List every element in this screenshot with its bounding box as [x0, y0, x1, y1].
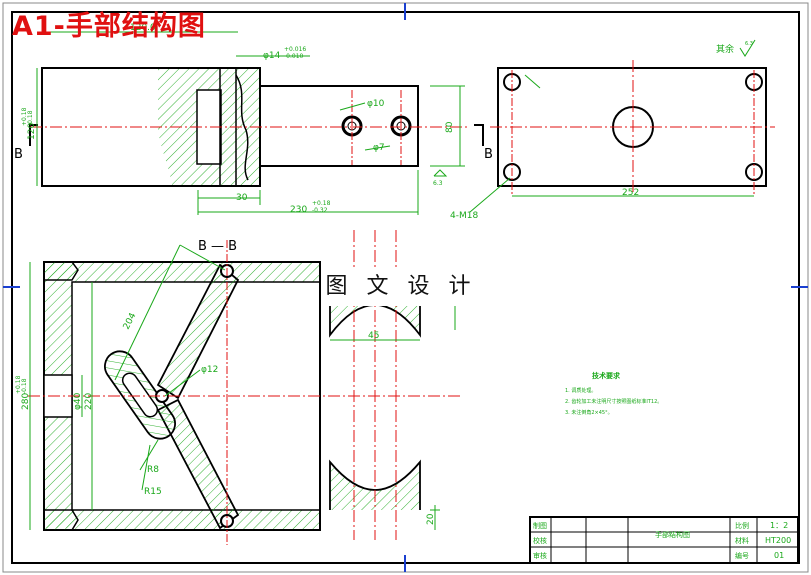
tb-row2-label: 校核 [533, 536, 547, 545]
page-title: A1-手部结构图 [12, 11, 206, 42]
dim-phi40: φ40 [73, 392, 83, 410]
section-b-right: B [484, 147, 493, 162]
dim-280-tol-dn: -0.18 [21, 378, 28, 394]
roughness-symbols [433, 39, 756, 177]
section-bb-label: B — B [198, 239, 237, 254]
dim-30: 30 [236, 193, 248, 203]
dim-phi14-tol-dn: -0.010 [284, 53, 304, 60]
rough-small-value: 6.3 [433, 180, 443, 187]
notes-heading: 技术要求 [592, 371, 621, 380]
dim-20: 20 [426, 513, 436, 525]
front-view [29, 31, 484, 215]
title-block [529, 516, 799, 564]
rough-rest-label: 其余 [716, 43, 734, 55]
notes-line-3: 3. 未注倒角2×45°。 [565, 409, 613, 416]
dim-phi14: φ14 [263, 51, 281, 61]
dim-230: 230 [290, 205, 307, 215]
section-b-left: B [14, 147, 23, 162]
tb-scale-value: 1：2 [770, 521, 788, 530]
dim-phi7: φ7 [373, 143, 385, 153]
side-view [469, 60, 775, 213]
tb-scale-label: 比例 [735, 521, 749, 530]
dim-left-tol-dn: -0.18 [27, 110, 34, 126]
front-rod [259, 85, 419, 167]
watermark-label: 图 文 设 计 [322, 268, 480, 306]
dim-230-tol-dn: -0.32 [312, 207, 328, 214]
tb-number-value: 01 [774, 551, 784, 560]
lower-arm [156, 398, 240, 530]
dim-45: 45 [368, 331, 379, 341]
dim-230-tol-up: +0.18 [312, 200, 331, 207]
rough-rest-value: 6.3 [745, 41, 753, 47]
dim-280-tol-up: +0.18 [15, 375, 22, 394]
dim-220: 220 [84, 393, 94, 410]
dim-4m18: 4-M18 [450, 211, 478, 221]
notes-line-1: 1. 调质处理。 [565, 387, 596, 394]
notes-line-2: 2. 齿轮加工未注明尺寸按照图纸标准IT12。 [565, 398, 662, 405]
tb-material-label: 材料 [735, 536, 749, 545]
dim-left-tol-up: +0.18 [21, 107, 28, 126]
dim-204: 204 [122, 311, 139, 331]
dim-phi12: φ12 [201, 365, 218, 375]
tb-row3-label: 审核 [533, 551, 547, 560]
dim-r15: R15 [144, 487, 162, 497]
dim-top-left: 120.0 [130, 23, 156, 33]
upper-arm [156, 263, 240, 400]
tb-row1-label: 制图 [533, 521, 547, 530]
centering-marks [3, 3, 808, 572]
dim-252: 252 [622, 188, 639, 198]
tb-drawing-name: 手部结构图 [655, 530, 690, 539]
dim-left-h: 120 [27, 123, 37, 140]
tb-material-value: HT200 [765, 536, 791, 545]
dim-280: 280 [21, 393, 31, 410]
dim-r8: R8 [147, 465, 159, 475]
dim-80: 80 [445, 121, 455, 133]
dim-phi14-tol-up: +0.016 [284, 46, 306, 53]
tb-number-label: 编号 [735, 551, 749, 560]
dim-phi10: φ10 [367, 99, 385, 109]
